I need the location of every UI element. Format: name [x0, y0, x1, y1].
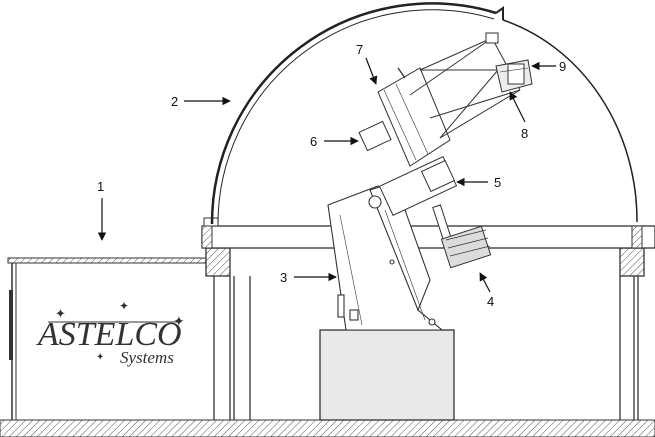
- telescope-mount: [327, 181, 444, 331]
- arrow-4: [479, 272, 491, 293]
- dome: [210, 2, 638, 225]
- logo-star-icon: ✦: [55, 306, 66, 321]
- callout-label-2: 2: [171, 94, 178, 109]
- callout-label-4: 4: [487, 294, 494, 309]
- callout-label-3: 3: [280, 270, 287, 285]
- astelco-logo: ASTELCO Systems ✦ ✦ ✦ ✦: [36, 299, 185, 367]
- logo-star-icon: ✦: [96, 352, 104, 363]
- callout-labels: 1 2 3 4 5 6 7 8 9: [97, 42, 566, 309]
- callout-arrows: [97, 57, 556, 293]
- arrow-7: [365, 57, 378, 85]
- callout-label-7: 7: [356, 42, 363, 57]
- callout-label-5: 5: [494, 175, 501, 190]
- callout-label-6: 6: [310, 134, 317, 149]
- counterweight: [432, 204, 492, 269]
- arrow-8: [509, 91, 526, 123]
- telescope-tube: [358, 67, 458, 216]
- callout-label-8: 8: [521, 126, 528, 141]
- callout-label-9: 9: [559, 59, 566, 74]
- building-walls: [205, 247, 645, 420]
- logo-star-icon: ✦: [173, 313, 185, 329]
- callout-label-1: 1: [97, 179, 104, 194]
- logo-star-icon: ✦: [119, 299, 129, 313]
- truss-structure: [409, 32, 533, 139]
- pier: [319, 329, 455, 421]
- ground-slab: [0, 419, 655, 437]
- logo-sub: Systems: [120, 348, 174, 367]
- dome-ring: [201, 217, 655, 249]
